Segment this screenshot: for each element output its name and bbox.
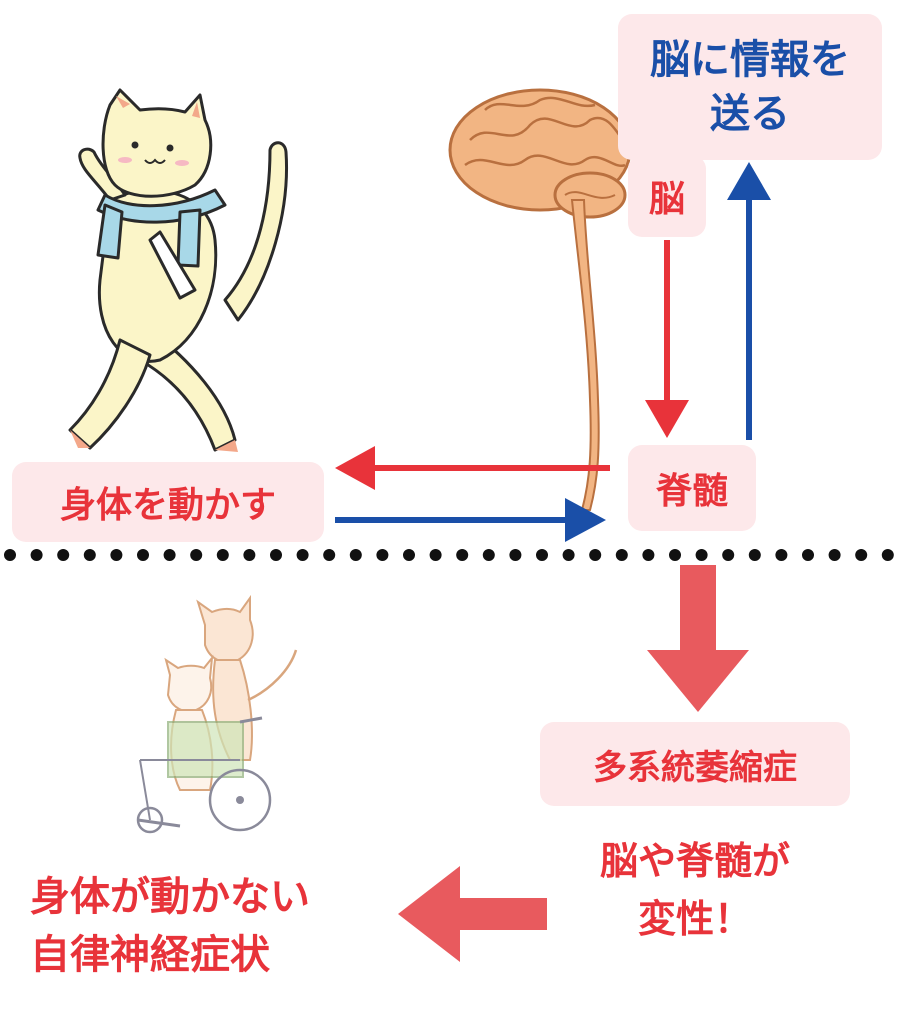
result-line-2: 自律神経症状 [30,932,270,978]
arrow-brain-to-spinal-cord [645,240,689,438]
degeneration-text: 脳や脊髄が 変性！ [599,839,790,941]
spinal-cord-illustration [570,199,600,511]
wheelchair-cats-illustration [136,594,298,834]
result-line-1: 身体が動かない [30,874,310,920]
brain-label: 脳 [628,155,706,237]
send-to-brain-label: 脳に情報を 送る [618,14,882,160]
big-down-arrow [647,565,749,712]
arrow-spinal-cord-to-body [335,446,610,490]
arrow-spinal-cord-to-brain [727,162,771,440]
brain-illustration [448,88,632,219]
big-left-arrow [398,866,547,962]
move-body-label: 身体を動かす [12,462,324,542]
walking-cat-illustration [68,88,288,452]
cat-face [70,96,238,452]
msa-label: 多系統萎縮症 [540,722,850,806]
spinal-cord-label: 脊髄 [628,445,756,531]
arrow-body-to-spinal-cord [335,498,606,542]
